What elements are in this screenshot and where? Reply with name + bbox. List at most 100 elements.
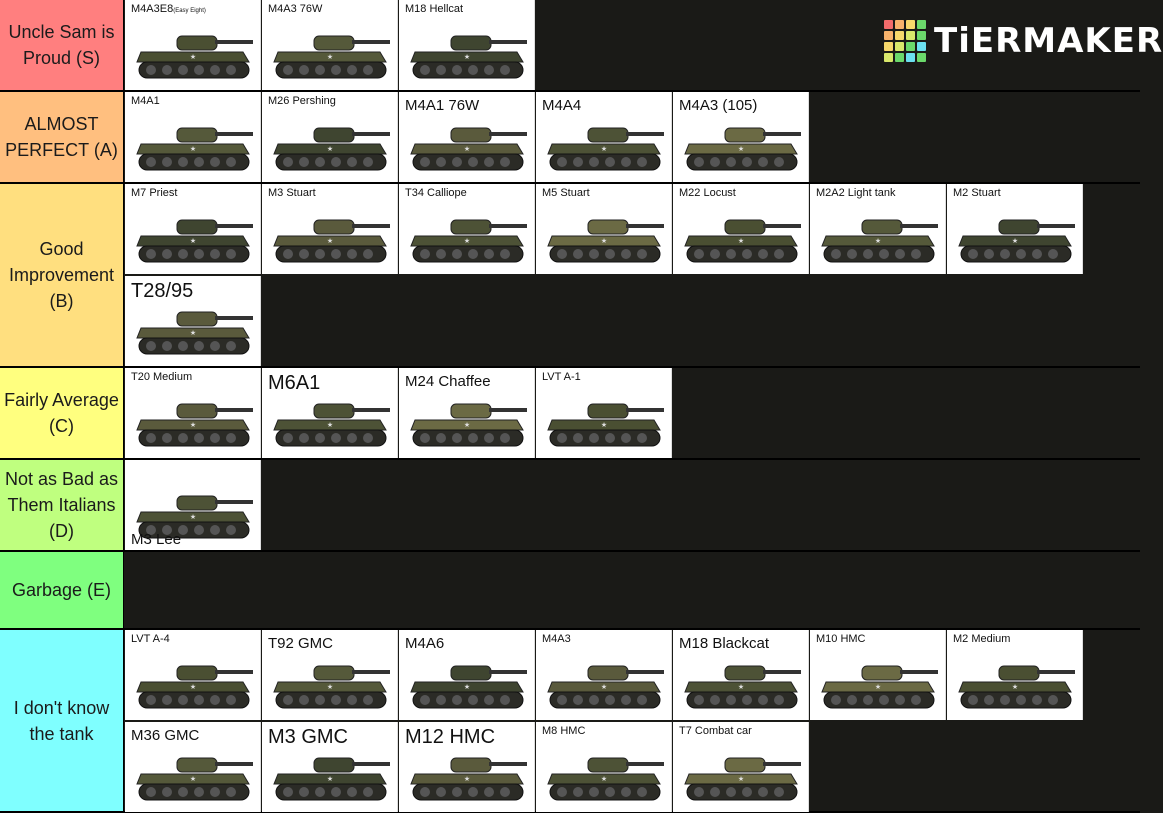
tank-tile[interactable]: ★ LVT A-1 [536, 368, 672, 458]
tier-label[interactable]: Fairly Average (C) [0, 368, 124, 458]
tank-tile[interactable]: ★ M2 Stuart [947, 184, 1083, 274]
svg-text:★: ★ [738, 775, 744, 783]
tier-label[interactable]: Good Improvement (B) [0, 184, 124, 366]
tank-tile[interactable]: ★ M4A3E8(Easy Eight) [125, 0, 261, 90]
tank-name: T92 GMC [268, 635, 334, 652]
tank-tile[interactable]: ★ M24 Chaffee [399, 368, 535, 458]
svg-text:★: ★ [738, 237, 744, 245]
tank-tile[interactable]: ★ T34 Calliope [399, 184, 535, 274]
tank-tile[interactable]: ★ M7 Priest [125, 184, 261, 274]
tank-name: T20 Medium [131, 371, 193, 383]
tank-image: ★ [958, 665, 1075, 709]
logo-grid-cell [895, 42, 904, 51]
tier-items: ★ M7 Priest ★ M3 Stuart ★ T34 Calliope ★… [125, 184, 1140, 366]
svg-text:★: ★ [875, 237, 881, 245]
tank-name: M26 Pershing [268, 95, 336, 107]
tank-name: M24 Chaffee [405, 373, 491, 390]
svg-text:★: ★ [327, 683, 333, 691]
tank-tile[interactable]: ★ M4A1 76W [399, 92, 535, 182]
tank-tile[interactable]: ★ M6A1 [262, 368, 398, 458]
logo-grid-cell [917, 53, 926, 62]
tank-tile[interactable]: ★ T20 Medium [125, 368, 261, 458]
svg-text:★: ★ [327, 775, 333, 783]
tier-label[interactable]: Not as Bad as Them Italians (D) [0, 460, 124, 550]
tank-image: ★ [410, 127, 527, 171]
tank-image: ★ [136, 495, 253, 539]
tank-tile[interactable]: ★ M12 HMC [399, 722, 535, 812]
svg-text:★: ★ [327, 145, 333, 153]
svg-text:★: ★ [601, 421, 607, 429]
tank-image: ★ [136, 757, 253, 801]
tank-image: ★ [410, 757, 527, 801]
tank-name: M2 Medium [953, 633, 1011, 645]
tier-row: Not as Bad as Them Italians (D) ★ M3 Lee [0, 460, 1140, 552]
tank-tile[interactable]: ★ M10 HMC [810, 630, 946, 720]
tank-image: ★ [684, 757, 801, 801]
tank-tile[interactable]: ★ T7 Combat car [673, 722, 809, 812]
tank-tile[interactable]: ★ M18 Blackcat [673, 630, 809, 720]
tier-label[interactable]: I don't know the tank [0, 630, 124, 811]
tank-image: ★ [547, 127, 664, 171]
tank-tile[interactable]: ★ M2 Medium [947, 630, 1083, 720]
tank-tile[interactable]: ★ M3 GMC [262, 722, 398, 812]
tier-items: ★ T20 Medium ★ M6A1 ★ M24 Chaffee ★ LVT … [125, 368, 1140, 458]
tank-image: ★ [410, 665, 527, 709]
tank-name: M2 Stuart [953, 187, 1001, 199]
logo-text: TiERMAKER [934, 21, 1163, 61]
tier-label[interactable]: Uncle Sam is Proud (S) [0, 0, 124, 90]
tank-tile[interactable]: ★ M5 Stuart [536, 184, 672, 274]
tank-tile[interactable]: ★ M4A3 [536, 630, 672, 720]
tank-name: M4A3 (105) [679, 97, 758, 114]
logo-grid-cell [884, 31, 893, 40]
tank-tile[interactable]: ★ M36 GMC [125, 722, 261, 812]
tank-image: ★ [547, 757, 664, 801]
tank-image: ★ [273, 219, 390, 263]
tank-tile[interactable]: ★ M4A1 [125, 92, 261, 182]
logo-grid-cell [906, 42, 915, 51]
tank-name: M3 GMC [268, 726, 348, 748]
tank-tile[interactable]: ★ LVT A-4 [125, 630, 261, 720]
tank-tile[interactable]: ★ M26 Pershing [262, 92, 398, 182]
tank-name: M7 Priest [131, 187, 178, 199]
tier-label[interactable]: ALMOST PERFECT (A) [0, 92, 124, 182]
logo-grid-cell [917, 42, 926, 51]
tank-tile[interactable]: ★ M4A3 76W [262, 0, 398, 90]
tank-tile[interactable]: ★ M22 Locust [673, 184, 809, 274]
tank-tile[interactable]: ★ M4A4 [536, 92, 672, 182]
logo-grid-icon [884, 20, 926, 62]
tank-image: ★ [273, 403, 390, 447]
logo-grid-cell [884, 20, 893, 29]
tank-image: ★ [958, 219, 1075, 263]
tank-image: ★ [410, 403, 527, 447]
svg-text:★: ★ [738, 683, 744, 691]
tier-label[interactable]: Garbage (E) [0, 552, 124, 628]
svg-text:★: ★ [464, 421, 470, 429]
tank-tile[interactable]: ★ T92 GMC [262, 630, 398, 720]
logo-grid-cell [884, 42, 893, 51]
tank-image: ★ [410, 35, 527, 79]
svg-text:★: ★ [1012, 683, 1018, 691]
tank-tile[interactable]: ★ M3 Lee [125, 460, 261, 550]
tank-tile[interactable]: ★ M4A3 (105) [673, 92, 809, 182]
tank-tile[interactable]: ★ M3 Stuart [262, 184, 398, 274]
tank-tile[interactable]: ★ M8 HMC [536, 722, 672, 812]
tank-tile[interactable]: ★ M4A6 [399, 630, 535, 720]
tier-items: ★ LVT A-4 ★ T92 GMC ★ M4A6 ★ M4A3 ★ [125, 630, 1140, 812]
tank-image: ★ [821, 665, 938, 709]
logo-grid-cell [917, 31, 926, 40]
tank-image: ★ [821, 219, 938, 263]
logo-grid-cell [906, 20, 915, 29]
tier-items: ★ M4A1 ★ M26 Pershing ★ M4A1 76W ★ M4A4 [125, 92, 1140, 182]
logo-grid-cell [917, 20, 926, 29]
tank-image: ★ [684, 127, 801, 171]
tier-row: Good Improvement (B) ★ M7 Priest ★ M3 St… [0, 184, 1140, 368]
tank-subname: (Easy Eight) [173, 8, 206, 14]
tank-tile[interactable]: ★ M18 Hellcat [399, 0, 535, 90]
svg-text:★: ★ [601, 775, 607, 783]
svg-text:★: ★ [327, 237, 333, 245]
svg-text:★: ★ [327, 421, 333, 429]
logo-grid-cell [884, 53, 893, 62]
tank-tile[interactable]: ★ T28/95 [125, 276, 261, 366]
tank-name: T34 Calliope [405, 187, 467, 199]
tank-tile[interactable]: ★ M2A2 Light tank [810, 184, 946, 274]
